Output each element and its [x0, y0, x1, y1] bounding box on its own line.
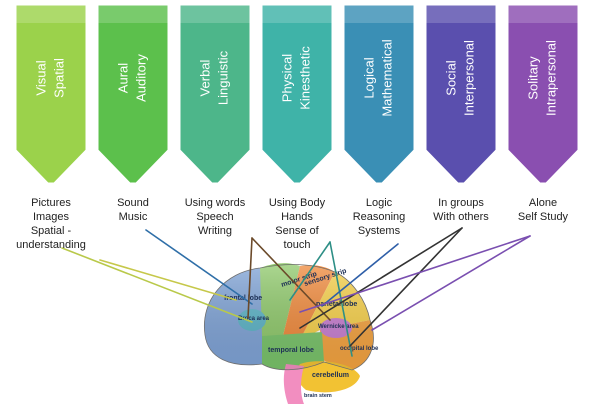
description-line: Sense of: [275, 225, 319, 237]
banner-shape: [97, 4, 169, 184]
description-line: Writing: [197, 225, 233, 237]
banner-highlight: [180, 5, 250, 23]
banner-highlight: [16, 5, 86, 23]
description-line: Using Body: [268, 197, 326, 209]
banner-shape: [261, 4, 333, 184]
description-line: Logic: [365, 197, 393, 209]
description-line: Spatial -: [30, 225, 72, 237]
description-line: Alone: [528, 197, 558, 209]
cerebellum-label: cerebellum: [312, 372, 349, 379]
banner-highlight: [262, 5, 332, 23]
banner-label-line1: Physical: [279, 54, 294, 103]
banner-shape: [425, 4, 497, 184]
banner-label-line1: Verbal: [197, 59, 212, 96]
banner-shape: [507, 4, 579, 184]
banner-label-line2: Linguistic: [215, 50, 230, 105]
connector-line: [349, 227, 463, 347]
banner-label-line1: Visual: [33, 60, 48, 95]
description-line: Hands: [281, 211, 313, 223]
banner-highlight: [344, 5, 414, 23]
description-line: touch: [283, 239, 311, 251]
cerebellum-region: [296, 361, 360, 393]
banner-shape: [15, 4, 87, 184]
description-line: Images: [32, 211, 70, 223]
connector-line: [99, 259, 237, 301]
banner-shape: [343, 4, 415, 184]
occipital-lobe-label: occipital lobe: [340, 346, 379, 352]
banner-label-line2: Auditory: [133, 54, 148, 102]
description-line: With others: [433, 211, 489, 223]
brain-stem-region: [283, 364, 304, 404]
banner-label-line2: Spatial: [51, 58, 66, 98]
banner-label-line1: Aural: [115, 63, 130, 93]
banner-label-line1: Social: [443, 60, 458, 96]
banner-label-line1: Logical: [361, 57, 376, 98]
description-line: Speech: [196, 211, 234, 223]
brain-stem-label: brain stem: [304, 393, 332, 399]
description-line: Systems: [357, 225, 401, 237]
broca-area-label: Broca area: [238, 316, 270, 322]
brain-illustration: frontal lobe motor strip sensory strip p…: [203, 263, 379, 404]
description-line: Self Study: [517, 211, 569, 223]
connector-line: [299, 235, 531, 313]
connector-line: [61, 247, 253, 323]
connector-line: [299, 227, 463, 329]
description-line: In groups: [438, 197, 484, 209]
connector-line: [321, 243, 399, 307]
connector-line: [145, 229, 253, 305]
banner-label-line2: Intrapersonal: [543, 40, 558, 116]
wernicke-area-label: Wernicke area: [318, 324, 359, 330]
connector-line: [371, 235, 531, 331]
banner-label-line2: Mathematical: [379, 39, 394, 116]
banner-label-line2: Interpersonal: [461, 40, 476, 116]
description-line: Using words: [184, 197, 246, 209]
banner-highlight: [508, 5, 578, 23]
description-line: understanding: [16, 239, 86, 251]
banner-shape: [179, 4, 251, 184]
description-line: Music: [118, 211, 148, 223]
connector-line: [247, 237, 253, 319]
description-line: Sound: [117, 197, 149, 209]
description-line: Reasoning: [352, 211, 406, 223]
connector-line: [289, 241, 331, 301]
connector-lines: [61, 227, 531, 357]
banner-label-line1: Solitary: [525, 56, 540, 100]
banner-highlight: [98, 5, 168, 23]
banner-label-line2: Kinesthetic: [297, 46, 312, 110]
banner-highlight: [426, 5, 496, 23]
description-line: Pictures: [31, 197, 71, 209]
temporal-lobe-label: temporal lobe: [268, 347, 314, 354]
